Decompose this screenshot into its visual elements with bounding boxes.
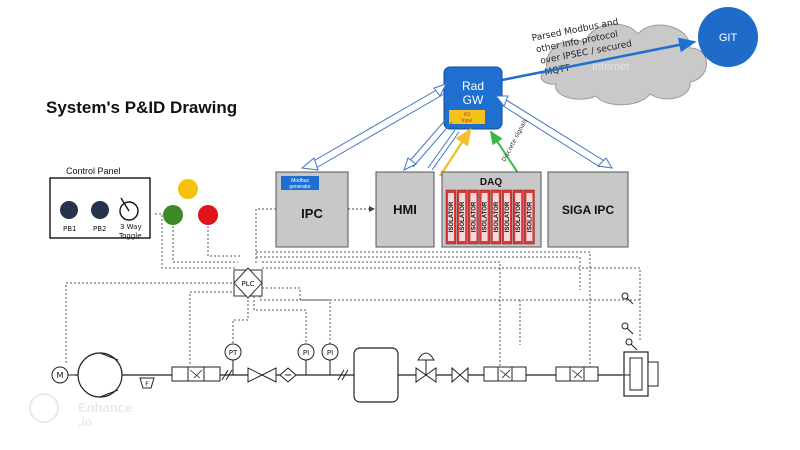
isolator-module-face [492,193,499,241]
discrete-signal-green-link [489,130,521,177]
solenoid-valve-2 [483,366,527,382]
pb1-button [60,201,78,219]
solenoid-valve-1 [171,366,221,382]
isolator-rack: ISOLATOR ISOLATOR ISOLATOR ISOLATOR ISOLATOR… [445,189,535,245]
pi-2-label: PI [327,349,333,357]
isolator-module-face [526,193,533,241]
isolator-module-face [481,193,488,241]
pb1-label: PB1 [63,225,76,233]
solenoid-valve-3 [555,366,599,382]
daq-to-gateway-yellow-link [438,127,472,177]
isolator-label: ISOLATOR [505,201,511,232]
gate-valve-1 [247,367,277,383]
tank [353,347,399,403]
toggle-label-line-1: 3 Way [120,223,142,231]
cloud-ghost-text: Internet [592,61,629,73]
toggle-label-line-2: Toggle [118,232,142,240]
isolator-label: ISOLATOR [471,201,477,232]
watermark-line-1: Enhance [78,400,132,415]
internet-cloud: Internet Parsed Modbus and other info pr… [531,17,707,106]
isolator-label: ISOLATOR [460,201,466,232]
isolator-module-face [470,193,477,241]
pressure-transmitter: PT [224,343,242,375]
gateway-tag-line-2: Input [461,118,473,124]
isolator-module-face [515,193,522,241]
hmi-label: HMI [393,202,417,217]
isolator-module-face [504,193,510,241]
gateway-tag-line-1: I/O [464,112,471,118]
control-panel: Control Panel PB1 PB2 3 Way Toggle [49,166,151,240]
siga-ipc-label: SIGA IPC [562,203,615,217]
limit-switch-1 [621,292,629,300]
hmi-box: HMI [375,171,435,248]
pt-label: PT [229,349,238,357]
pb2-button [91,201,109,219]
isolator-label: ISOLATOR [527,201,533,232]
pi-1-label: PI [303,349,309,357]
page-title: System's P&ID Drawing [46,98,237,117]
limit-switches [621,292,638,351]
yellow-light [178,179,198,199]
plc: PLC [233,267,263,299]
limit-switch-2 [621,322,629,330]
daq-label: DAQ [480,177,502,188]
stack-lights [163,179,218,225]
gateway-io-tag [449,110,485,124]
limit-switch-3 [625,338,633,346]
check-valve [279,367,297,383]
gateway-label-line-1: Rad [462,79,484,93]
cylinder-actuator [622,351,659,397]
motor: M [51,366,69,384]
git-label: GIT [719,32,738,44]
ipc-modbus-tag [281,176,319,190]
red-light [198,205,218,225]
ipc-tag-line-1: Modbus [291,178,309,184]
isolator-module-face [459,193,466,241]
ipc-box: Modbus generator IPC [275,171,349,248]
isolator-label: ISOLATOR [494,201,500,232]
line-tick-marks [221,369,349,381]
ipc-label: IPC [301,206,323,221]
pb2-label: PB2 [93,225,106,233]
gateway-to-git-link [501,37,697,82]
pressure-indicator-2: PI [321,343,339,375]
watermark: Enhance .io [29,393,132,429]
filter-label: F [145,381,149,388]
network-links [300,83,613,171]
isolator-label: ISOLATOR [449,201,455,232]
ipc-tag-line-2: generator [289,184,311,190]
plc-label: PLC [241,280,254,288]
isolator-module-face [448,193,454,241]
pressure-indicator-1: PI [297,343,315,375]
pump [68,352,123,398]
siga-ipc-box: SIGA IPC [547,171,629,248]
control-panel-title: Control Panel [66,166,121,176]
git-node: GIT [698,7,758,67]
isolator-label: ISOLATOR [516,201,522,232]
isolator-label: ISOLATOR [483,201,489,232]
signal-wiring [65,208,641,368]
discrete-signal-label: Discrete signals [501,118,530,163]
watermark-line-2: .io [78,415,92,429]
rad-gateway: Rad GW I/O Input [443,66,503,130]
green-light [163,205,183,225]
gate-valve-2 [451,366,469,384]
gateway-label-line-2: GW [463,93,484,107]
motor-label: M [57,371,64,380]
regulator-valve [415,352,437,383]
filter: F [139,377,155,389]
